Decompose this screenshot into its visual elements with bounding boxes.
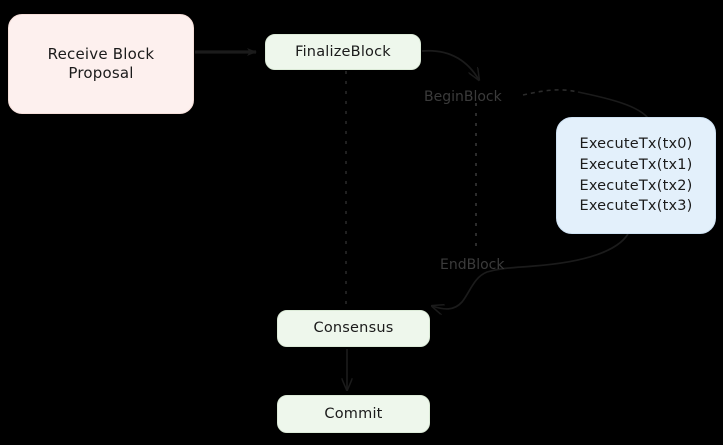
edge-label-begin-block: BeginBlock [424, 89, 502, 105]
node-finalize-block[interactable]: FinalizeBlock [265, 34, 421, 70]
execute-tx-line-1: ExecuteTx(tx1) [579, 156, 693, 173]
node-consensus-label: Consensus [313, 320, 394, 337]
node-receive-block-proposal-label: Receive Block Proposal [47, 44, 155, 82]
edge-finalize-to-beginblock [421, 49, 479, 80]
node-finalize-block-label: FinalizeBlock [295, 43, 391, 60]
node-consensus[interactable]: Consensus [277, 310, 430, 347]
node-commit-label: Commit [324, 405, 383, 422]
node-execute-tx[interactable]: ExecuteTx(tx0) ExecuteTx(tx1) ExecuteTx(… [556, 117, 716, 234]
edge-label-end-block: EndBlock [440, 257, 505, 273]
execute-tx-line-0: ExecuteTx(tx0) [579, 136, 693, 153]
edge-beginblock-to-execute [522, 89, 649, 119]
node-commit[interactable]: Commit [277, 395, 430, 433]
execute-tx-line-2: ExecuteTx(tx2) [579, 177, 693, 194]
node-receive-block-proposal[interactable]: Receive Block Proposal [8, 14, 194, 114]
execute-tx-line-3: ExecuteTx(tx3) [579, 198, 693, 215]
